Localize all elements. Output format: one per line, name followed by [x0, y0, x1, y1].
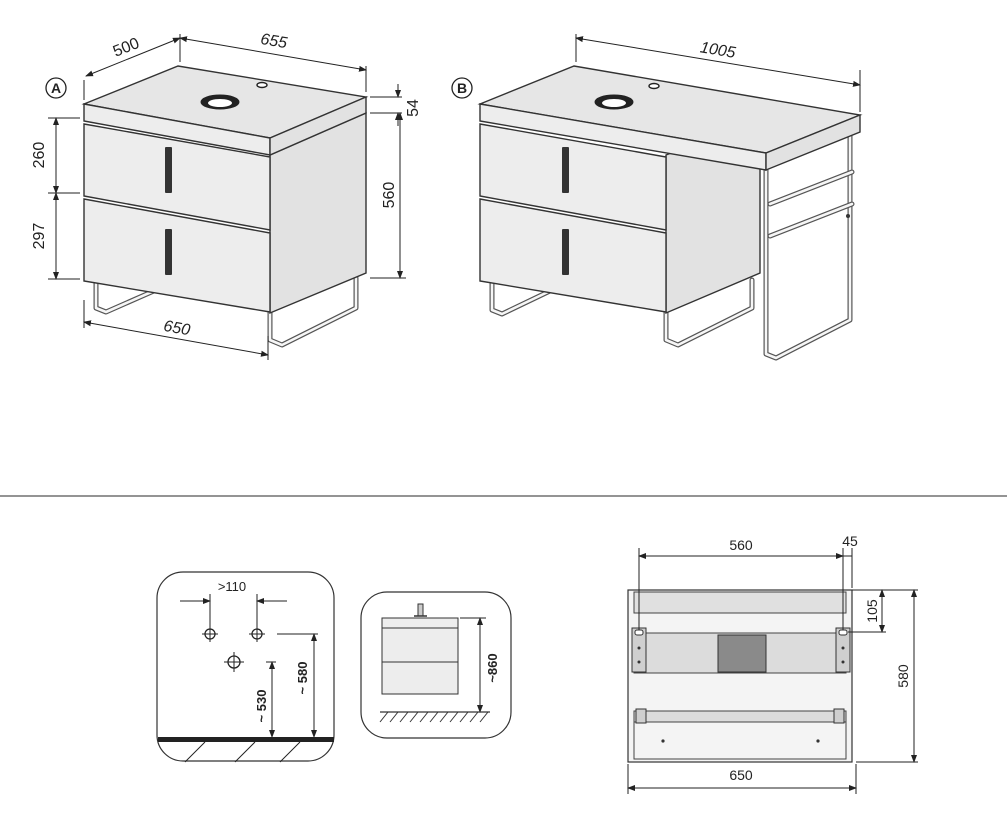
cabinet-b-side-frame [763, 133, 855, 361]
dim-rear-height: 580 [895, 664, 911, 688]
mini-drawer-bottom [381, 661, 459, 695]
dim-a-drawer-bottom: 297 [31, 223, 48, 250]
dim-a-top-width: 655 [259, 31, 288, 52]
tap-icon [417, 603, 424, 617]
sink-height-detail: ~860 [360, 591, 512, 739]
dim-a-top-thickness: 54 [405, 99, 422, 117]
view-a-label: A [51, 80, 61, 96]
mini-countertop [381, 617, 459, 629]
dim-a-drawer-top: 260 [31, 142, 48, 169]
view-b-label: B [457, 80, 467, 96]
dim-rear-top-offset: 105 [864, 599, 880, 623]
rear-view: 560 45 105 580 650 [627, 533, 918, 794]
cabinet-a-drawer-top [83, 123, 271, 231]
dim-a-height: 560 [381, 182, 398, 209]
dim-tap-spacing: >110 [218, 579, 246, 594]
cabinet-b-drawer-top [479, 123, 667, 231]
dimensions-b: 1005 [575, 34, 861, 112]
cabinet-a-tap-hole [256, 81, 268, 89]
cabinet-a-handle-bottom [165, 229, 172, 275]
rear-lower-panel [633, 721, 847, 760]
rear-lower-rail [633, 710, 847, 723]
cabinet-a-handle-top [165, 147, 172, 193]
cabinet-a-legs [93, 275, 359, 348]
dim-rear-width: 650 [729, 767, 753, 783]
dim-sink-height: ~860 [485, 653, 500, 682]
rear-center-block [717, 634, 767, 673]
bracket-right [835, 627, 851, 673]
dim-a-width: 650 [162, 318, 191, 339]
dim-drain-height: ~ 530 [254, 690, 269, 723]
cabinet-a-drawer-bottom [83, 198, 271, 313]
bracket-left [631, 627, 647, 673]
floor-line [158, 737, 334, 742]
dim-a-depth: 500 [111, 35, 142, 61]
drain-hole [224, 652, 244, 672]
cabinet-b-tap-hole [648, 82, 660, 90]
view-b-marker [451, 77, 473, 99]
cabinet-b-handle-bottom [562, 229, 569, 275]
dim-b-top-width: 1005 [699, 39, 737, 62]
plumbing-detail: >110 ~ 530 ~ 580 [156, 571, 335, 763]
cabinet-b-handle-top [562, 147, 569, 193]
cabinet-b-view: B [451, 65, 863, 361]
dimensions-a: 500 655 54 560 260 297 650 [31, 31, 422, 360]
supply-hole-right [249, 626, 265, 642]
dim-rear-side-offset: 45 [842, 533, 858, 549]
rear-top-rail [633, 591, 847, 614]
dim-supply-height: ~ 580 [295, 662, 310, 695]
supply-hole-left [202, 626, 218, 642]
view-a-marker [45, 77, 67, 99]
cabinet-b-legs [489, 277, 755, 348]
cabinet-b-drawer-bottom [479, 198, 667, 313]
cabinet-a-view: A [45, 65, 369, 348]
dim-rear-hole-spacing: 560 [729, 537, 753, 553]
mini-drawer-top [381, 627, 459, 663]
